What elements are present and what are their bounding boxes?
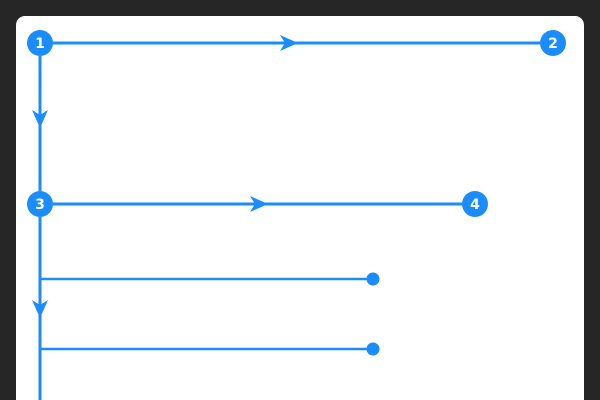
node-1[interactable]: 1 — [27, 30, 53, 56]
node-4[interactable]: 4 — [462, 191, 488, 217]
edge-3-continue-arrowhead-icon — [32, 300, 48, 318]
node-2-label: 2 — [548, 36, 558, 52]
node-2-circle[interactable] — [540, 30, 566, 56]
node-4-label: 4 — [470, 197, 480, 213]
node-3-circle[interactable] — [27, 191, 53, 217]
edge-1-2-arrowhead-icon — [280, 35, 298, 51]
node-1-label: 1 — [35, 36, 45, 52]
node-3-label: 3 — [35, 197, 45, 213]
node-3[interactable]: 3 — [27, 191, 53, 217]
node-2[interactable]: 2 — [540, 30, 566, 56]
node-1-circle[interactable] — [27, 30, 53, 56]
diagram-canvas — [16, 16, 584, 400]
branch-line-2-endpoint-dot — [366, 342, 380, 356]
edge-3-4-arrowhead-icon — [250, 196, 268, 212]
node-4-circle[interactable] — [462, 191, 488, 217]
edge-1-3-arrowhead-icon — [32, 110, 48, 128]
branch-line-1-endpoint-dot — [366, 272, 380, 286]
